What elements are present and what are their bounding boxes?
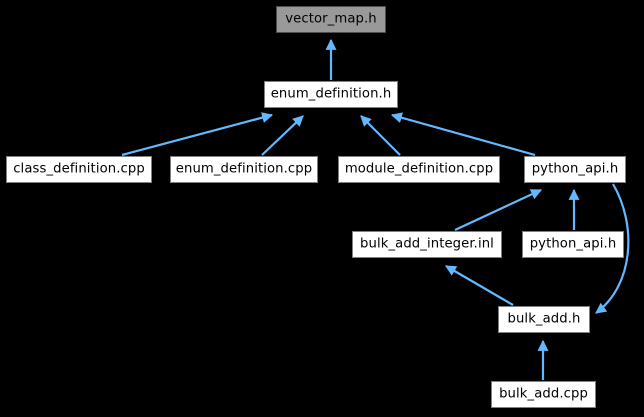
edge-module-definition-cpp-to-enum-definition-h xyxy=(360,115,401,156)
edge-enum-definition-cpp-to-enum-definition-h xyxy=(261,115,304,156)
node-bulk-add-integer-inl[interactable]: bulk_add_integer.inl xyxy=(352,231,502,258)
node-vector-map-h[interactable]: vector_map.h xyxy=(276,6,386,33)
node-label: bulk_add.h xyxy=(507,311,581,327)
node-label: bulk_add.cpp xyxy=(499,386,588,402)
node-python-api-h-top[interactable]: python_api.h xyxy=(524,156,626,183)
node-label: enum_definition.cpp xyxy=(175,161,313,177)
node-class-definition-cpp[interactable]: class_definition.cpp xyxy=(6,156,152,183)
node-label: python_api.h xyxy=(531,161,619,177)
edge-python-api-h-to-enum-definition-h xyxy=(390,112,536,157)
edge-class-definition-cpp-to-enum-definition-h xyxy=(121,112,274,157)
node-enum-definition-cpp[interactable]: enum_definition.cpp xyxy=(170,156,318,183)
node-label: enum_definition.h xyxy=(270,86,392,102)
node-module-definition-cpp[interactable]: module_definition.cpp xyxy=(338,156,500,183)
node-label: python_api.h xyxy=(529,236,617,252)
node-label: module_definition.cpp xyxy=(344,161,494,177)
node-bulk-add-h[interactable]: bulk_add.h xyxy=(498,306,590,333)
edge-bulk-add-integer-inl-to-python-api-h xyxy=(454,189,542,231)
node-label: class_definition.cpp xyxy=(13,161,145,177)
edge-bulk-add-h-to-bulk-add-integer-inl xyxy=(445,265,514,306)
node-enum-definition-h[interactable]: enum_definition.h xyxy=(264,81,398,108)
node-python-api-h-low[interactable]: python_api.h xyxy=(522,231,624,258)
node-label: bulk_add_integer.inl xyxy=(360,236,494,252)
node-bulk-add-cpp[interactable]: bulk_add.cpp xyxy=(491,381,596,408)
node-label: vector_map.h xyxy=(285,11,377,27)
